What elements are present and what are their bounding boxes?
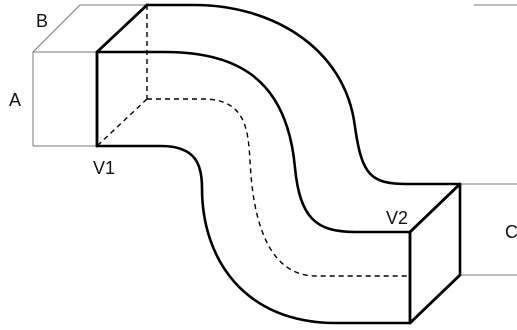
hidden-inlet-back-diagonal (96, 98, 148, 147)
label-b: B (36, 11, 48, 31)
bottom-outer-curve (95, 144, 412, 325)
dimension-b-front-extension (32, 4, 81, 53)
inlet-face (95, 3, 149, 148)
top-inner-curve (95, 50, 412, 234)
label-v2: V2 (386, 208, 408, 228)
duct-outline (95, 3, 462, 325)
label-a: A (9, 90, 21, 110)
inlet-front-top-edge (95, 3, 149, 54)
top-outer-curve (145, 3, 462, 186)
hidden-edges (96, 5, 410, 277)
outlet-face (408, 182, 462, 325)
label-v1: V1 (93, 158, 115, 178)
label-c: C (505, 222, 517, 242)
dimension-lines (32, 4, 517, 276)
outlet-top-edge (408, 182, 462, 234)
outlet-bottom-edge (408, 273, 462, 325)
hidden-inner-bottom-curve (147, 98, 410, 277)
